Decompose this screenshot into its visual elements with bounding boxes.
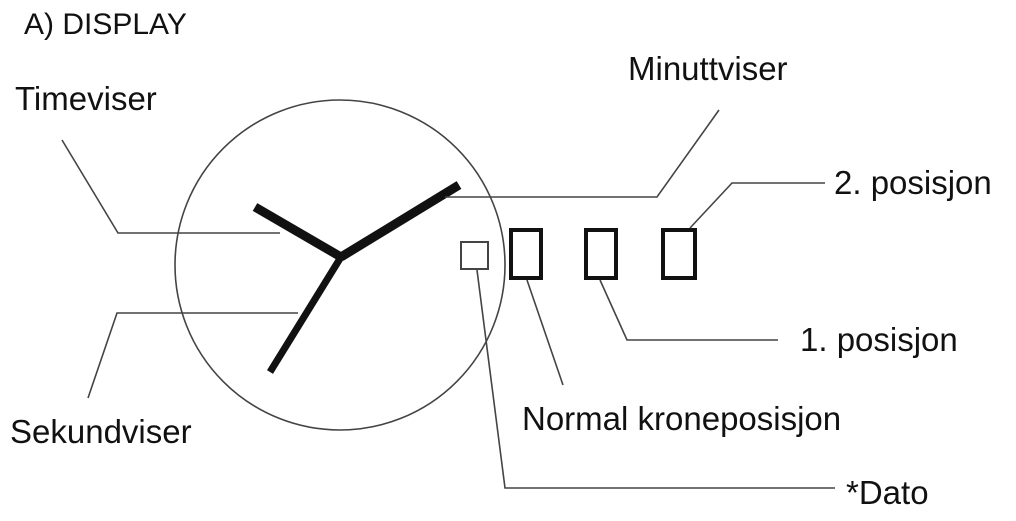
position-2-label: 2. posisjon: [834, 164, 992, 201]
hour-hand-label: Timeviser: [15, 80, 157, 117]
normal-crown-position-leader: [526, 279, 564, 386]
date-leader: [476, 269, 835, 489]
second-hand: [267, 255, 344, 374]
normal-crown-position-box: [509, 228, 543, 280]
second-hand-leader: [87, 312, 298, 399]
normal-crown-position-label: Normal kroneposisjon: [522, 400, 842, 437]
date-position-box: [460, 241, 489, 270]
hour-hand-leader: [61, 139, 280, 234]
position-2-leader: [689, 182, 825, 229]
position-1-label: 1. posisjon: [800, 321, 958, 358]
diagram-title: A) DISPLAY: [24, 8, 187, 41]
minute-hand: [338, 181, 462, 261]
watch-dial: [174, 99, 506, 431]
position-1-leader: [599, 279, 778, 341]
position-2-box: [661, 228, 697, 280]
second-hand-label: Sekundviser: [10, 413, 192, 450]
minute-hand-label: Minuttviser: [628, 50, 788, 87]
minute-hand-leader: [445, 109, 720, 198]
date-label: *Dato: [846, 474, 929, 511]
position-1-box: [584, 228, 618, 280]
hour-hand: [252, 203, 344, 261]
